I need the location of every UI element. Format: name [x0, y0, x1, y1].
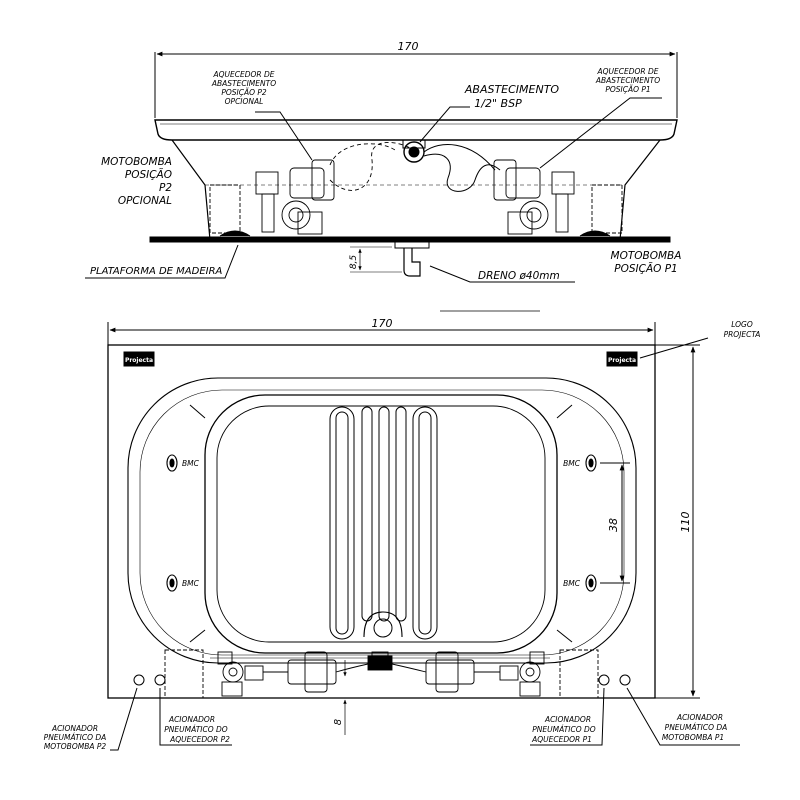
pump-p2-line-3: P2 — [159, 182, 172, 194]
platform-label: PLATAFORMA DE MADEIRA — [90, 266, 223, 277]
heater-p2-line-2: ABASTECIMENTO — [211, 79, 276, 88]
corner-mark-tr — [556, 404, 573, 419]
heater-p1-leader — [539, 97, 662, 169]
supply-line-2: 1/2" BSP — [474, 97, 522, 110]
act-heater-p1-label: ACIONADOR PNEUMÁTICO DO AQUECEDOR P1 — [531, 715, 596, 744]
logo-box-right — [606, 351, 638, 367]
act-pump-p1-line-2: PNEUMÁTICO DA — [665, 723, 728, 732]
depth-label: 110 — [679, 512, 692, 533]
bottom-dim-label: 8 — [333, 719, 344, 725]
pump-p2-line-2: POSIÇÃO — [125, 168, 172, 181]
bmc-jets — [166, 454, 597, 592]
side-view — [85, 51, 678, 312]
corner-mark-bl — [189, 629, 206, 643]
heater-p1-label: AQUECEDOR DE ABASTECIMENTO POSIÇÃO P1 — [595, 67, 660, 94]
bmc-label-bl: BMC — [182, 579, 200, 588]
tub-rim — [154, 119, 678, 141]
spacing-label: 38 — [607, 518, 620, 532]
pump-p1-line-1: MOTOBOMBA — [611, 250, 682, 262]
bottom-equipment — [164, 649, 599, 699]
platform-leader — [85, 244, 239, 279]
top-view — [107, 322, 740, 751]
logo-box-left — [123, 351, 155, 367]
logo-label: LOGO PROJECTA — [724, 320, 761, 339]
supply-label: ABASTECIMENTO 1/2" BSP — [464, 83, 560, 110]
pump-p2-assembly — [209, 159, 335, 237]
act-heater-p1-leader — [530, 687, 605, 746]
pump-p1-label: MOTOBOMBA POSIÇÃO P1 — [611, 250, 682, 275]
bmc-label-br: BMC — [563, 579, 581, 588]
pump-p2-line-4: OPCIONAL — [118, 195, 172, 207]
supply-leader — [419, 106, 470, 143]
drain-fitting — [394, 241, 430, 277]
logo-leader — [639, 337, 709, 359]
act-heater-p2-line-3: AQUECEDOR P2 — [169, 735, 230, 744]
supply-line-1: ABASTECIMENTO — [464, 83, 560, 96]
act-heater-p2-leader — [159, 688, 232, 746]
top-width-label: 170 — [372, 317, 393, 330]
actuator-heater-p1[interactable] — [598, 674, 610, 686]
logo-label-line-2: PROJECTA — [724, 330, 761, 339]
logo-label-line-1: LOGO — [731, 320, 753, 329]
bmc-label-tr: BMC — [563, 459, 581, 468]
heater-p2-label: AQUECEDOR DE ABASTECIMENTO POSIÇÃO P2 OP… — [211, 70, 276, 106]
act-pump-p1-leader — [626, 687, 740, 746]
act-heater-p2-label: ACIONADOR PNEUMÁTICO DO AQUECEDOR P2 — [164, 715, 230, 744]
heater-p2-leader — [255, 111, 313, 161]
heater-p2-line-3: POSIÇÃO P2 — [221, 88, 267, 97]
act-heater-p2-line-1: ACIONADOR — [168, 715, 215, 724]
act-heater-p2-line-2: PNEUMÁTICO DO — [164, 725, 228, 734]
act-heater-p1-line-1: ACIONADOR — [544, 715, 591, 724]
anti-slip-grooves — [329, 406, 438, 640]
actuator-heater-p2[interactable] — [154, 674, 166, 686]
logo-text-left: Projecta — [125, 357, 153, 364]
drain-height-label: 8,5 — [349, 255, 359, 270]
side-width-label: 170 — [398, 40, 419, 53]
drain-cup — [363, 611, 403, 638]
heater-p1-line-3: POSIÇÃO P1 — [605, 85, 650, 94]
pump-p1-assembly — [493, 159, 623, 237]
act-pump-p1-line-3: MOTOBOMBA P1 — [662, 733, 724, 742]
pump-p2-line-1: MOTOBOMBA — [101, 156, 172, 168]
logo-text-right: Projecta — [608, 357, 636, 364]
tub-basin-outer — [204, 394, 558, 654]
act-heater-p1-line-3: AQUECEDOR P1 — [531, 735, 592, 744]
heater-p2-line-1: AQUECEDOR DE — [212, 70, 274, 79]
corner-mark-br — [556, 629, 573, 643]
wood-platform — [149, 236, 671, 243]
actuator-pump-p1[interactable] — [619, 674, 631, 686]
act-pump-p2-label: ACIONADOR PNEUMÁTICO DA MOTOBOMBA P2 — [44, 724, 107, 751]
act-pump-p2-line-1: ACIONADOR — [51, 724, 98, 733]
bmc-label-tl: BMC — [182, 459, 200, 468]
pump-p1-line-2: POSIÇÃO P1 — [614, 262, 678, 275]
p1-heater-hose — [423, 144, 501, 192]
pump-p2-label: MOTOBOMBA POSIÇÃO P2 OPCIONAL — [101, 156, 172, 207]
act-pump-p1-label: ACIONADOR PNEUMÁTICO DA MOTOBOMBA P1 — [662, 713, 727, 742]
tub-basin-inner — [216, 405, 546, 643]
act-pump-p2-line-2: PNEUMÁTICO DA — [44, 733, 107, 742]
p2-dashed-pipe — [329, 142, 411, 191]
heater-p1-line-2: ABASTECIMENTO — [595, 76, 660, 85]
drain-hole — [373, 618, 393, 638]
tub-outline-top — [107, 344, 656, 699]
corner-mark-tl — [189, 404, 206, 419]
drain-label: DRENO ø40mm — [478, 270, 560, 282]
act-heater-p1-line-2: PNEUMÁTICO DO — [532, 725, 596, 734]
heater-p1-line-1: AQUECEDOR DE — [596, 67, 658, 76]
heater-p2-line-4: OPCIONAL — [225, 97, 264, 106]
supply-fitting — [402, 139, 426, 163]
act-pump-p2-line-3: MOTOBOMBA P2 — [44, 742, 107, 751]
act-pump-p2-leader — [110, 687, 138, 751]
act-pump-p1-line-1: ACIONADOR — [676, 713, 723, 722]
actuator-pump-p2[interactable] — [133, 674, 145, 686]
